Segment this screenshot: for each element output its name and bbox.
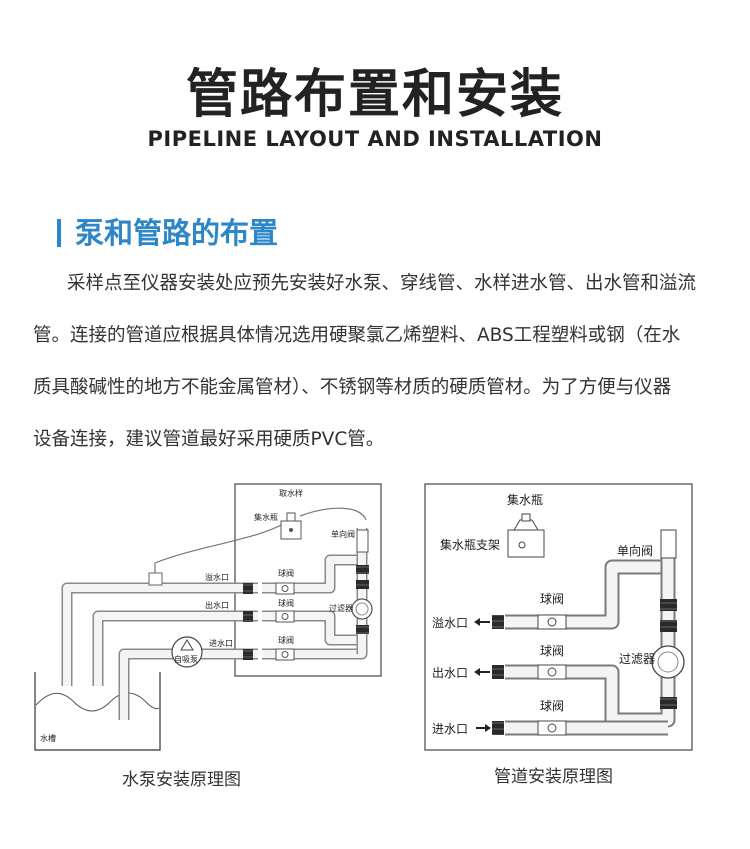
union-fitting xyxy=(356,580,369,589)
label-check-valve: 单向阀 xyxy=(331,529,355,539)
paragraph-line: 质具酸碱性的地方不能金属管材）、不锈钢等材质的硬质管材。为了方便与仪器 xyxy=(33,377,672,398)
left-diagram-caption: 水泵安装原理图 xyxy=(122,770,241,790)
arrow-icon xyxy=(474,618,490,626)
left-pipes xyxy=(61,528,368,720)
paragraph-line: 设备连接，建议管道最好采用硬质PVC管。 xyxy=(33,429,385,450)
paragraph-line: 采样点至仪器安装处应预先安装好水泵、穿线管、水样进水管、出水管和溢流 xyxy=(67,273,697,294)
union-fitting xyxy=(660,620,677,632)
ball-valve xyxy=(275,648,295,661)
ball-valve xyxy=(275,610,295,623)
label-outlet: 出水口 xyxy=(432,666,468,680)
label-filter: 过滤器 xyxy=(329,603,353,613)
filter xyxy=(351,598,373,620)
label-ball-valve: 球阀 xyxy=(278,598,294,608)
sampling-tube xyxy=(154,519,291,575)
union-fitting xyxy=(356,565,369,574)
ball-valve xyxy=(537,720,567,736)
label-outlet: 出水口 xyxy=(205,600,229,610)
water-tank xyxy=(34,672,161,751)
label-ball-valve: 球阀 xyxy=(540,644,564,658)
check-valve xyxy=(660,529,677,559)
filter xyxy=(651,645,685,679)
pump-installation-diagram: 取水样 集水瓶 单向阀 溢水口 出水口 进水口 球阀 球阀 球阀 过滤器 自吸泵… xyxy=(34,483,382,751)
union-fitting xyxy=(492,721,504,735)
label-pump: 自吸泵 xyxy=(174,654,198,664)
label-ball-valve: 球阀 xyxy=(278,635,294,645)
right-pipes xyxy=(505,540,676,736)
label-inlet: 进水口 xyxy=(209,638,233,648)
label-overflow: 溢水口 xyxy=(205,572,229,582)
label-overflow: 溢水口 xyxy=(432,616,468,630)
tee-fitting xyxy=(148,572,163,586)
instrument-box xyxy=(234,483,382,677)
right-diagram-caption: 管道安装原理图 xyxy=(494,767,613,787)
arrow-icon xyxy=(476,724,491,732)
label-filter: 过滤器 xyxy=(619,652,655,666)
label-bottle: 集水瓶 xyxy=(507,492,543,507)
section-heading-text: 泵和管路的布置 xyxy=(75,216,279,250)
pipeline-installation-diagram: 集水瓶 集水瓶支架 单向阀 球阀 球阀 球阀 过滤器 溢水口 出水口 进水口 xyxy=(424,483,693,751)
label-ball-valve: 球阀 xyxy=(540,699,564,713)
label-bracket: 集水瓶支架 xyxy=(440,537,500,552)
label-sampling: 取水样 xyxy=(279,488,303,498)
page-title: 管路布置和安装 xyxy=(185,65,564,125)
union-fitting xyxy=(660,599,677,611)
label-ball-valve: 球阀 xyxy=(278,568,294,578)
label-inlet: 进水口 xyxy=(432,722,468,736)
union-fitting xyxy=(243,583,253,594)
self-priming-pump xyxy=(171,636,203,668)
union-fitting xyxy=(492,665,504,679)
arrow-icon xyxy=(474,668,490,676)
union-fitting xyxy=(243,611,253,622)
union-fitting xyxy=(492,615,504,629)
ball-valve xyxy=(537,664,567,680)
section-accent-bar xyxy=(57,219,61,247)
label-tank: 水槽 xyxy=(40,733,56,743)
union-fitting xyxy=(356,625,369,634)
section-paragraph: 采样点至仪器安装处应预先安装好水泵、穿线管、水样进水管、出水管和溢流 管。连接的… xyxy=(33,258,721,466)
section-heading: 泵和管路的布置 xyxy=(57,210,278,252)
ball-valve xyxy=(275,582,295,595)
paragraph-line: 管。连接的管道应根据具体情况选用硬聚氯乙烯塑料、ABS工程塑料或钢（在水 xyxy=(33,325,681,346)
ball-valve xyxy=(537,614,567,630)
page-subtitle: PIPELINE LAYOUT AND INSTALLATION xyxy=(147,127,603,151)
bottle-bracket xyxy=(507,513,545,558)
collection-bottle xyxy=(280,512,302,540)
label-ball-valve: 球阀 xyxy=(540,592,564,606)
label-check-valve: 单向阀 xyxy=(617,543,653,558)
union-fitting xyxy=(660,697,677,709)
check-valve xyxy=(356,529,369,553)
union-fitting xyxy=(243,649,253,660)
label-bottle: 集水瓶 xyxy=(254,512,278,522)
panel-box xyxy=(424,483,693,751)
